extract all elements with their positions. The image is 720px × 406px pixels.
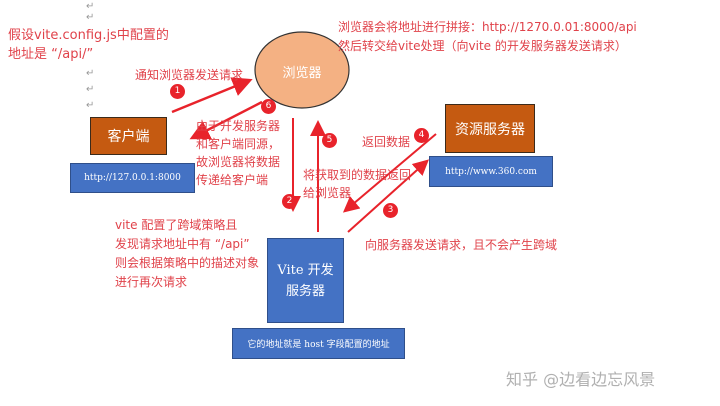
step3-label: 向服务器发送请求，且不会产生跨域 <box>365 238 558 252</box>
resource-url-box: http://www.360.com <box>429 156 553 187</box>
text-line: 则会根据策略中的描述对象 <box>115 256 260 270</box>
step-badge-5: 5 <box>322 133 337 148</box>
text-line: 地址是 “/api/” <box>8 47 94 62</box>
step1-label: 通知浏览器发送请求 <box>135 68 244 82</box>
text-line: 和客户端同源， <box>196 137 281 151</box>
browser-ellipse <box>254 31 350 109</box>
paragraph-mark: ↵ <box>86 1 95 12</box>
text-line: 服务器 <box>285 283 325 299</box>
vite-note: vite 配置了跨域策略且 发现请求地址中有 “/api” 则会根据策略中的描述… <box>115 216 259 292</box>
arrow-6 <box>189 100 263 140</box>
paragraph-mark: ↵ <box>86 12 95 23</box>
step-badge-3: 3 <box>383 203 398 218</box>
text-line: 然后转交给vite处理（向vite 的开发服务器发送请求） <box>338 39 627 53</box>
text-line: 进行再次请求 <box>115 275 188 289</box>
step-badge-4: 4 <box>414 128 429 143</box>
arrow-3 <box>347 159 429 233</box>
arrow-1 <box>171 77 253 114</box>
text-line: 给浏览器 <box>303 186 352 200</box>
text-line: 故浏览器将数据 <box>196 155 281 169</box>
text-line: 由于开发服务器 <box>196 119 281 133</box>
text-line: Vite 开发 <box>277 262 334 278</box>
text-line: 将获取到的数据返回 <box>303 168 412 182</box>
step6-label: 由于开发服务器 和客户端同源， 故浏览器将数据 传递给客户端 <box>196 117 280 189</box>
watermark: 知乎 @边看边忘风景 <box>506 370 656 389</box>
arrow-4 <box>342 133 437 213</box>
config-note: 假设vite.config.js中配置的 地址是 “/api/” <box>8 26 169 64</box>
step-badge-2: 2 <box>282 194 297 209</box>
step4-label: 返回数据 <box>362 135 411 149</box>
browser-note: 浏览器会将地址进行拼接：http://1270.0.01:8000/api 然后… <box>338 18 637 56</box>
text-line: 假设vite.config.js中配置的 <box>8 28 169 43</box>
text-line: vite 配置了跨域策略且 <box>115 218 238 232</box>
vite-host-box: 它的地址就是 host 字段配置的地址 <box>232 328 405 359</box>
resource-server-box: 资源服务器 <box>445 104 535 153</box>
client-box: 客户端 <box>90 117 167 155</box>
step-badge-6: 6 <box>261 99 276 114</box>
paragraph-mark: ↵ <box>86 68 95 79</box>
text-line: 发现请求地址中有 “/api” <box>115 237 250 251</box>
browser-label: 浏览器 <box>282 65 322 81</box>
text-line: 传递给客户端 <box>196 173 269 187</box>
text-line: 浏览器会将地址进行拼接：http://1270.0.01:8000/api <box>338 20 637 34</box>
paragraph-mark: ↵ <box>86 100 95 111</box>
vite-server-box: Vite 开发 服务器 <box>267 238 344 323</box>
step-badge-1: 1 <box>170 84 185 99</box>
paragraph-mark: ↵ <box>86 84 95 95</box>
client-url-box: http://127.0.0.1:8000 <box>70 163 195 193</box>
step5-label: 将获取到的数据返回 给浏览器 <box>303 166 411 202</box>
